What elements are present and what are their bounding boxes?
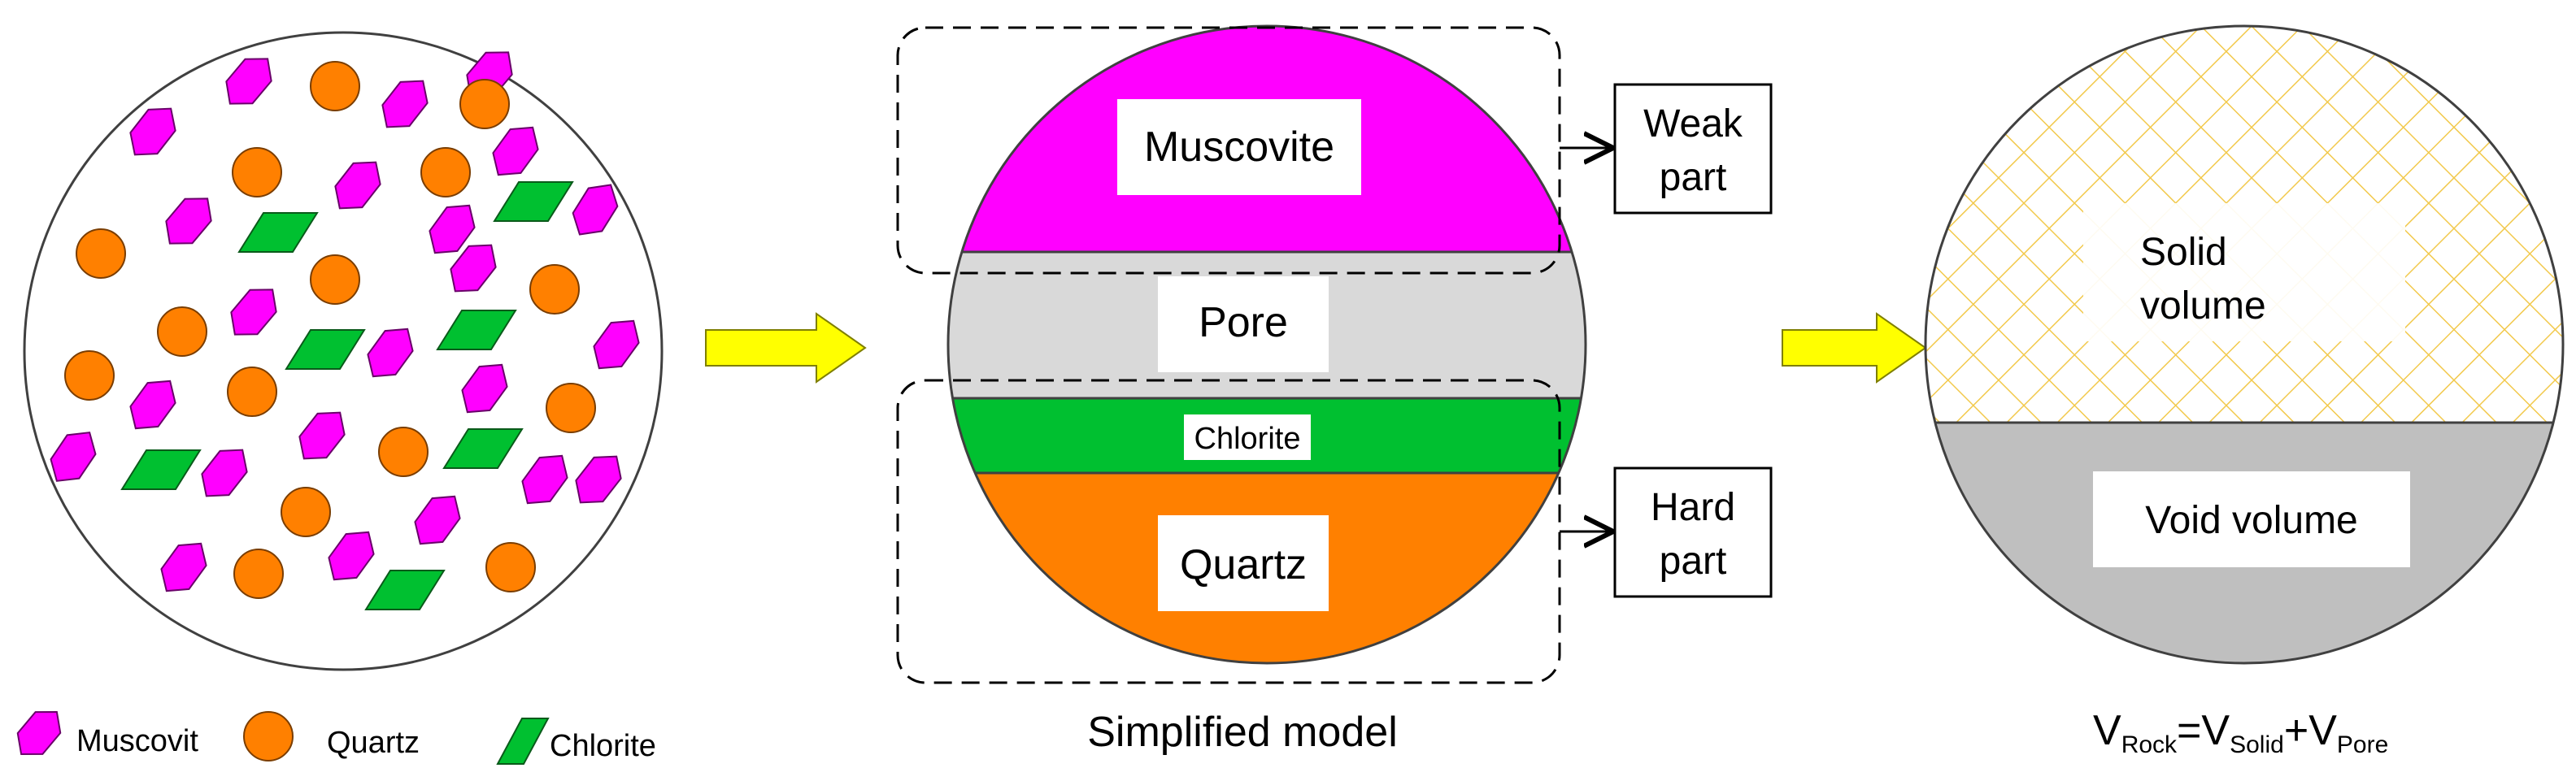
void-volume-label-box [2093,471,2410,567]
formula-sub-solid: Solid [2230,731,2284,758]
solid-volume-label-box [2083,203,2405,341]
quartz-grain [546,383,596,433]
quartz-grain [529,264,580,315]
muscovite-grain [381,80,429,128]
chlorite-grain [237,212,319,253]
muscovite-grain [450,244,497,293]
muscovite-label: Muscovite [1144,124,1334,171]
muscovite-grain [414,495,461,545]
muscovite-grain [129,107,176,156]
pore-label-box [1158,276,1329,372]
quartz-grain [459,79,510,129]
model-boundary [946,24,1587,665]
quartz-label-box [1158,515,1329,611]
simplified-model-caption: Simplified model [1087,709,1398,756]
hard-part-label-line2: part [1660,540,1727,583]
muscovite-grain [129,380,176,430]
simplified-model: Muscovite Pore Chlorite Quartz Weak part… [896,24,1773,756]
chlorite-grain [364,570,446,610]
formula-eq-v: =V [2177,707,2230,754]
muscovite-grain [298,411,346,460]
chlorite-label: Chlorite [1194,422,1301,456]
quartz-grain [378,427,429,477]
chlorite-grain [285,329,366,370]
transition-arrow-1 [705,312,867,384]
muscovite-grain [593,319,640,370]
formula-plus-v: +V [2284,707,2337,754]
legend-muscovite-label: Muscovit [76,724,198,758]
solid-volume-label-line1: Solid [2140,231,2227,274]
legend-quartz-swatch [243,711,294,761]
quartz-grain [76,228,126,279]
weak-part-box [1613,83,1773,215]
chlorite-grain [120,449,202,490]
weak-part-label-line2: part [1660,156,1727,199]
chlorite-grain [493,181,574,222]
legend-quartz-label: Quartz [327,726,420,760]
quartz-grain [233,549,284,599]
void-volume-label: Void volume [2145,499,2358,542]
formula-sub-rock: Rock [2121,731,2178,758]
legend: Muscovit Quartz Chlorite [16,710,656,765]
muscovite-grain [225,58,272,105]
quartz-grain [64,350,115,401]
volume-formula: VRock=VSolid+VPore [2093,707,2388,758]
quartz-grain [420,147,471,197]
muscovite-grain [50,432,97,482]
formula-v-rock: V [2093,707,2121,754]
hard-part-label-line1: Hard [1651,486,1735,529]
muscovite-grain [429,204,476,254]
chlorite-label-box [1184,414,1311,460]
quartz-grain [227,367,277,417]
quartz-grain [485,542,536,592]
muscovite-grain [367,328,414,378]
muscovite-grain [572,184,619,236]
quartz-label: Quartz [1180,541,1307,588]
volume-model: Solid volume Void volume VRock=VSolid+VP… [1924,24,2565,758]
weak-part-label-line1: Weak [1643,102,1743,145]
muscovite-grain [165,197,212,245]
muscovite-grain [328,531,375,581]
quartz-grain [281,487,331,537]
volume-model-boundary [1924,24,2565,665]
quartz-grain [310,254,360,305]
quartz-grain [310,61,360,111]
quartz-grain [157,306,207,357]
transition-arrow-2 [1782,312,1927,384]
hard-part-box [1613,466,1773,598]
solid-volume-label-line2: volume [2140,284,2266,328]
muscovite-grain [160,542,207,592]
quartz-grain [232,147,282,197]
chlorite-grain [442,428,524,469]
muscovite-grain [230,289,277,336]
legend-chlorite-swatch [496,718,550,765]
rock-sample [23,31,664,671]
pore-label: Pore [1199,299,1288,346]
legend-chlorite-label: Chlorite [550,729,656,763]
muscovite-label-box [1117,99,1361,195]
muscovite-grain [201,449,248,497]
muscovite-grain [461,363,508,414]
chlorite-grain [436,310,517,350]
formula-sub-pore: Pore [2337,731,2388,758]
muscovite-grain [492,126,539,176]
muscovite-grain [334,161,381,210]
muscovite-grain [575,455,622,504]
legend-muscovite-swatch [16,710,62,756]
muscovite-grain [521,454,568,505]
